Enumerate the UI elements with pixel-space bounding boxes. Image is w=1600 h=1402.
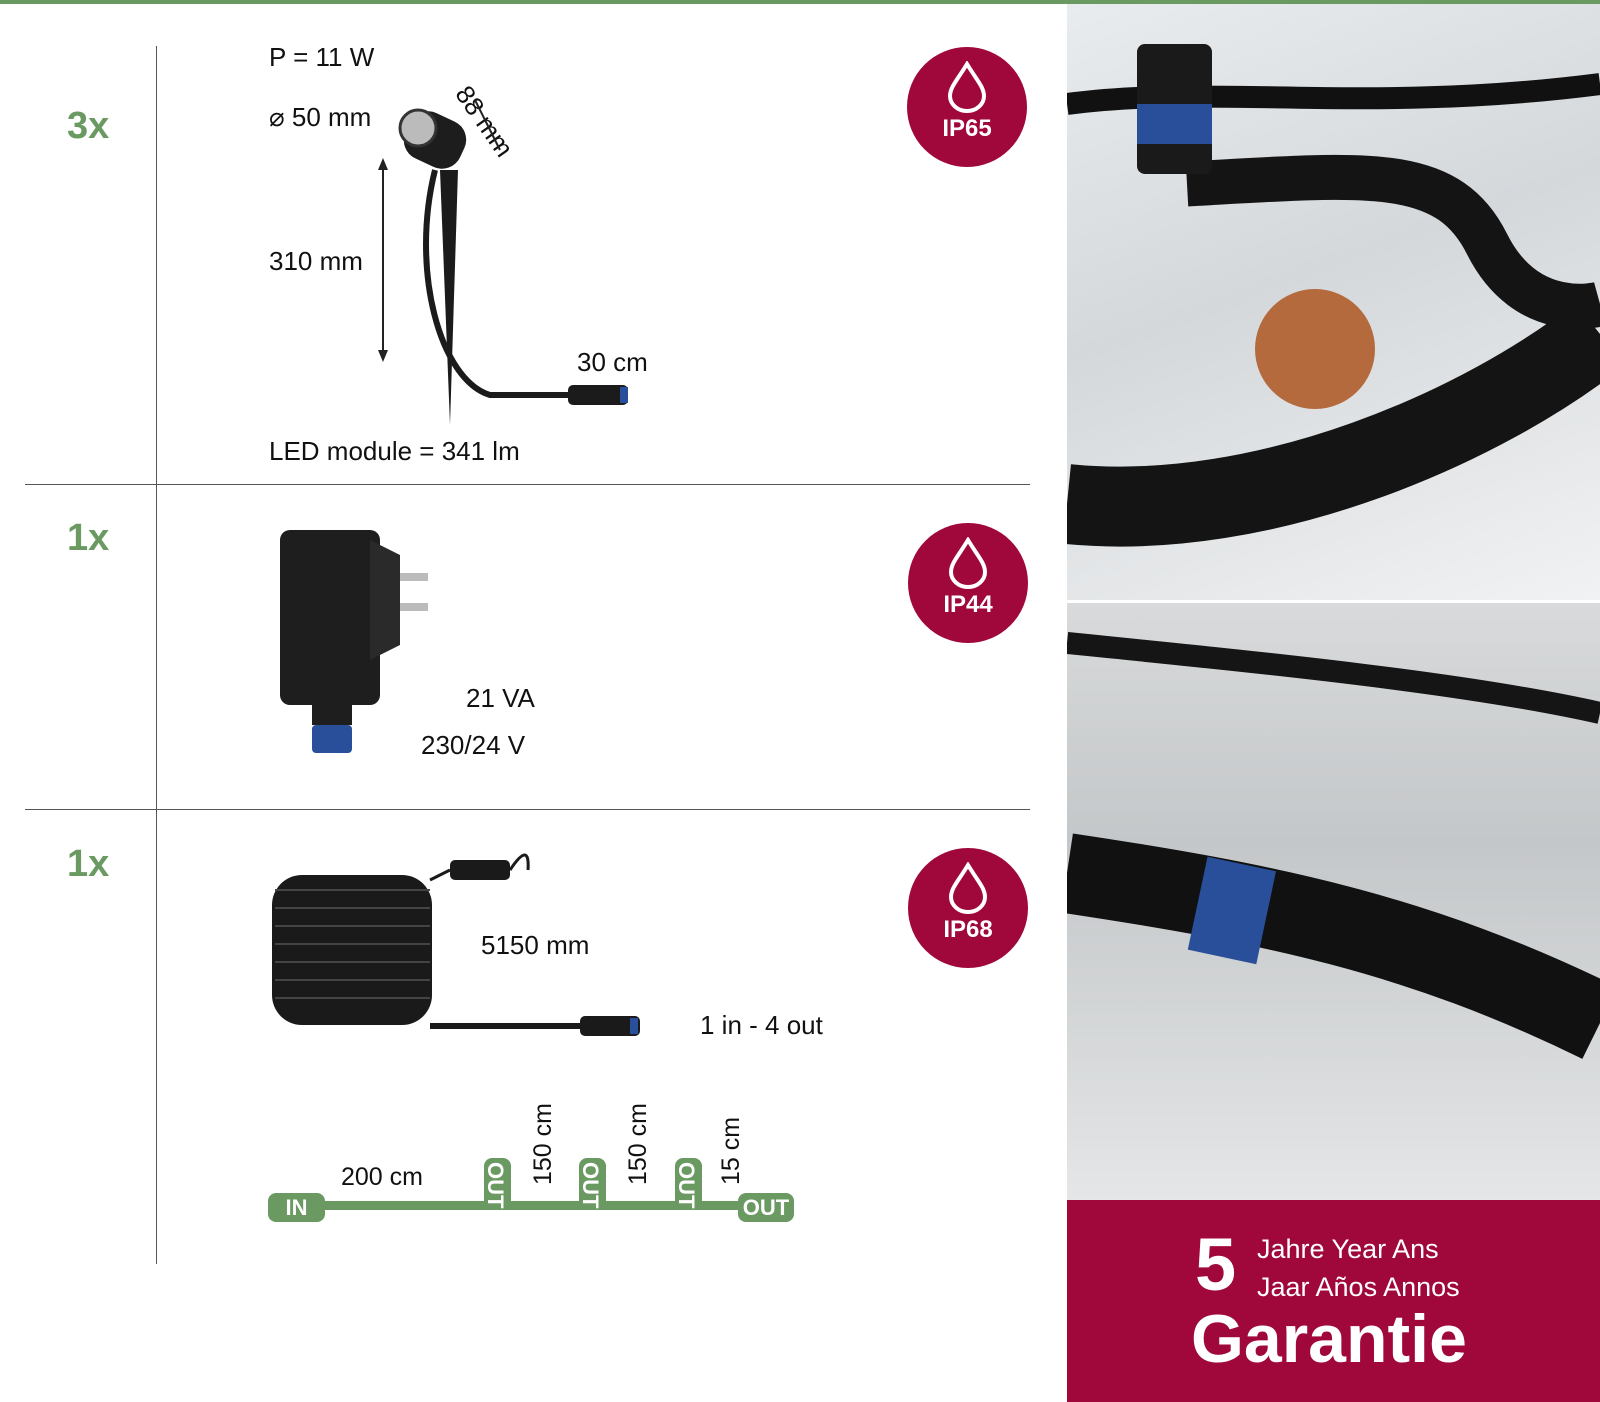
diagram-out-tap: OUT [578, 1158, 606, 1210]
diagram-in-label: IN [268, 1193, 325, 1222]
ports-spec: 1 in - 4 out [700, 1010, 823, 1040]
guarantee-line-1: Jahre Year Ans [1257, 1234, 1439, 1264]
led-spec: LED module = 341 lm [269, 436, 520, 466]
segment-length-4: 15 cm [717, 1116, 745, 1185]
top-accent-line [0, 0, 1600, 4]
ip-rating-label: IP65 [942, 115, 992, 142]
segment-length-2: 150 cm [529, 1103, 557, 1185]
diagram-line [300, 1201, 780, 1210]
ip-rating-label: IP68 [943, 916, 993, 943]
power-spec: P = 11 W [269, 42, 375, 72]
diagram-out-tap: OUT [483, 1158, 511, 1210]
ip-rating-badge: IP65 [907, 47, 1027, 167]
guarantee-years: 5 [1195, 1223, 1237, 1306]
waterproof-connector-photo [1061, 603, 1600, 1200]
guarantee-banner: 5 Jahre Year Ans Jaar Años Annos Garanti… [1067, 1200, 1600, 1402]
ip-rating-badge: IP44 [908, 523, 1028, 643]
water-drop-icon [947, 61, 987, 113]
ip-rating-label: IP44 [943, 591, 993, 618]
quantity-spotlight: 3x [67, 105, 110, 147]
segment-length-3: 150 cm [624, 1103, 652, 1185]
column-divider [156, 46, 157, 1264]
guarantee-line-2: Jaar Años Annos [1257, 1272, 1460, 1302]
coin-size-photo [1063, 4, 1600, 600]
water-drop-icon [948, 537, 988, 589]
quantity-cable: 1x [67, 843, 110, 885]
spotlight-image [378, 100, 628, 425]
row-divider [25, 809, 1030, 810]
water-drop-icon [948, 862, 988, 914]
voltage-spec: 230/24 V [421, 730, 526, 760]
guarantee-word: Garantie [1191, 1301, 1467, 1377]
diagram-out-tap: OUT [674, 1158, 702, 1210]
cable-image [272, 853, 640, 1036]
segment-length-1: 200 cm [341, 1163, 423, 1191]
row-divider [25, 484, 1030, 485]
transformer-image [280, 530, 428, 753]
cable-length-spec: 5150 mm [481, 930, 590, 960]
ip-rating-badge: IP68 [908, 848, 1028, 968]
quantity-transformer: 1x [67, 517, 110, 559]
height-spec: 310 mm [269, 246, 363, 276]
diagram-out-label: OUT [738, 1193, 794, 1222]
va-spec: 21 VA [466, 683, 535, 713]
cable-spec: 30 cm [577, 347, 648, 377]
diameter-spec: ⌀ 50 mm [269, 102, 372, 132]
